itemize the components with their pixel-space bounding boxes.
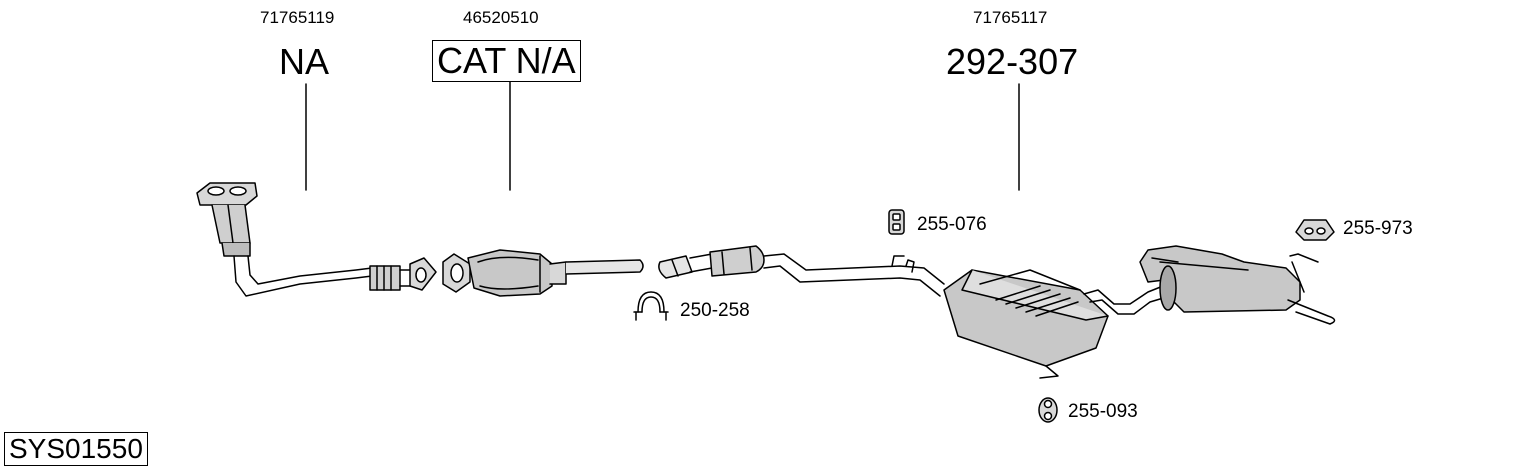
front-pipe-drawing[interactable] (196, 182, 437, 297)
part-code-255-076[interactable]: 255-076 (917, 214, 987, 235)
part-code-255-973[interactable]: 255-973 (1343, 218, 1413, 239)
rubber-mount-icon[interactable] (1295, 219, 1335, 241)
part-code-rear-silencer[interactable]: 292-307 (946, 41, 1079, 82)
oem-number-front-pipe: 71765119 (260, 8, 335, 27)
part-code-front-pipe[interactable]: NA (279, 41, 330, 82)
part-code-250-258[interactable]: 250-258 (680, 300, 750, 321)
part-code-catalytic-converter[interactable]: CAT N/A (432, 40, 581, 82)
catalytic-converter-drawing[interactable] (442, 249, 644, 297)
rubber-ring-icon[interactable] (1038, 397, 1058, 423)
rear-silencer-drawing[interactable] (658, 245, 1336, 379)
oem-number-catalytic-converter: 46520510 (463, 8, 539, 27)
clamp-icon[interactable] (633, 291, 669, 321)
rubber-hanger-icon[interactable] (888, 209, 905, 235)
system-code-label: SYS01550 (4, 432, 148, 466)
oem-number-rear-silencer: 71765117 (973, 8, 1048, 27)
part-code-255-093[interactable]: 255-093 (1068, 401, 1138, 422)
